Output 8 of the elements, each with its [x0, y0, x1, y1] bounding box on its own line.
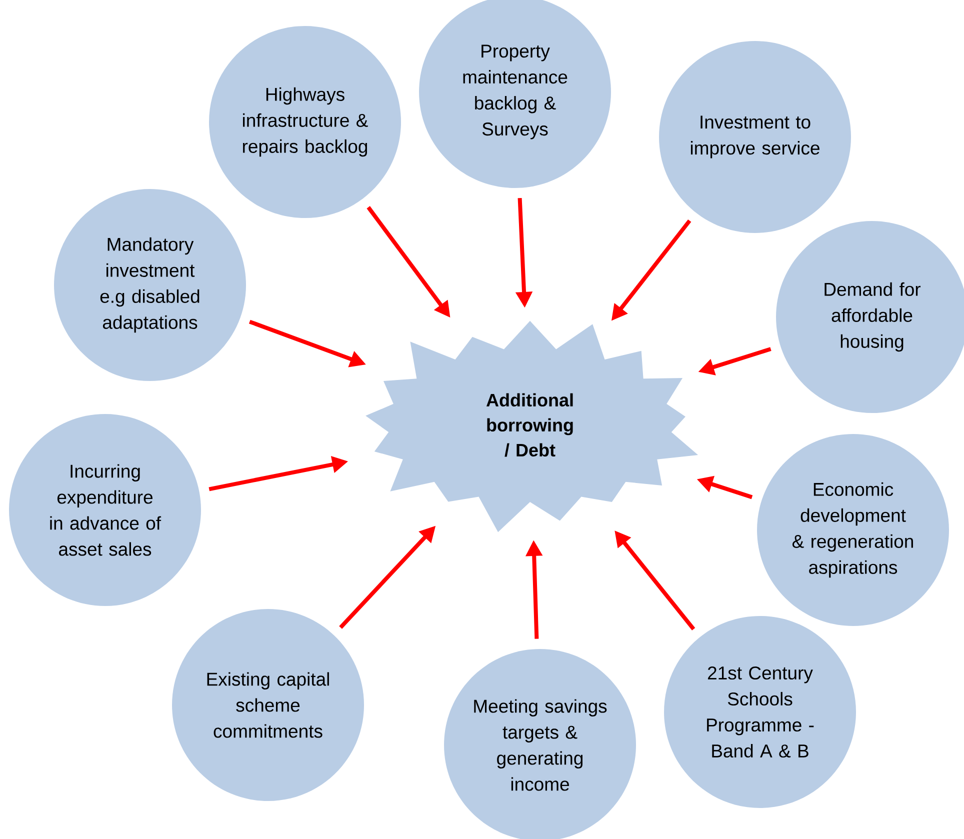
circle-node: Economic development & regeneration aspirations: [757, 434, 949, 626]
circle-node: Investment to improve service: [659, 41, 851, 233]
circle-node: Existing capital scheme commitments: [172, 609, 364, 801]
circle-node: Incurring expenditure in advance of asset sales: [9, 414, 201, 606]
circle-node: 21st Century Schools Programme - Band A & B: [664, 616, 856, 808]
circle-node: Mandatory investment e.g disabled adaptations: [54, 189, 246, 381]
starburst: Additional borrowing / Debt: [366, 320, 698, 532]
circle-node: Highways infrastructure & repairs backlog: [209, 26, 401, 218]
